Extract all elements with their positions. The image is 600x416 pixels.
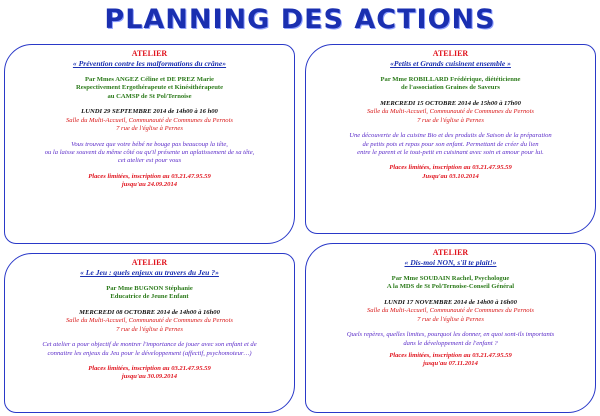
registration-info: Places limitées, inscription au 03.21.47… [389,352,512,360]
speaker-line: Respectivement Ergothérapeute et Kinésit… [75,84,224,92]
registration-info: Places limitées, inscription au 03.21.47… [389,164,512,172]
atelier-card-malformations: ATELIER « Prévention contre les malforma… [4,44,295,244]
speaker-line: Par Mme BUGNON Stéphanie [106,284,193,292]
speaker-line: Par Mme SOUDAIN Rachel, Psychologue [391,274,510,282]
description-line: Vous trouvez que votre bébé ne bouge pas… [71,140,228,148]
event-location: Salle du Multi-Accueil, Communauté de Co… [65,317,233,325]
atelier-subject: « Le Jeu : quels enjeux au travers du Je… [80,268,219,278]
speaker-line: Par Mmes ANGEZ Céline et DE PREZ Marie [85,75,214,83]
description-line: ou la laisse souvent du même côté ou qu'… [44,149,255,157]
event-location: Salle du Multi-Accueil, Communauté de Co… [366,307,534,315]
atelier-subject: « Prévention contre les malformations du… [72,59,227,69]
registration-deadline: jusqu'au 24.09.2014 [121,181,178,189]
event-date: LUNDI 29 SEPTEMBRE 2014 de 14h00 à 16 h0… [81,108,218,116]
registration-info: Places limitées, inscription au 03.21.47… [88,365,211,373]
speaker-line: au CAMSP de St Pol/Ternoise [107,92,192,100]
speaker-line: de l'association Graines de Saveurs [401,84,500,92]
atelier-card-jeu: ATELIER « Le Jeu : quels enjeux au trave… [4,253,295,413]
registration-info: Places limitées, inscription au 03.21.47… [88,172,211,180]
atelier-heading: ATELIER [131,258,168,267]
atelier-heading: ATELIER [432,49,469,58]
description-line: Quels repères, quelles limites, pourquoi… [346,331,555,339]
description-line: connaitre les enjeux du Jeu pour le déve… [47,349,252,357]
atelier-card-dis-moi-non: ATELIER « Dis-moi NON, s'il te plait!» P… [305,243,596,413]
event-date: MERCREDI 15 OCTOBRE 2014 de 15h00 à 17h0… [380,99,521,107]
registration-deadline: jusqu'au 07.11.2014 [423,360,478,368]
description-line: Une découverte de la cuisine Bio et des … [349,132,552,140]
page-title: PLANNING DES ACTIONS [104,4,496,35]
event-address: 7 rue de l'église à Pernes [417,315,484,323]
description-line: de petits pots et repas pour son enfant.… [362,140,539,148]
description-line: cet atelier est pour vous [117,157,182,165]
speaker-line: Par Mme ROBILLARD Frédérique, diététicie… [380,75,521,83]
speaker-line: A la MDS de St Pol/Ternoise-Conseil Géné… [386,283,515,291]
description-line: entre le parent et le tout-petit en cuis… [357,149,544,157]
event-address: 7 rue de l'église à Pernes [417,116,484,124]
event-address: 7 rue de l'église à Pernes [116,325,183,333]
event-location: Salle du Multi-Accueil, Communauté de Co… [65,116,233,124]
event-date: MERCREDI 08 OCTOBRE 2014 de 14h00 à 16h0… [79,308,220,316]
description-line: dans le développement de l'enfant ? [403,339,498,347]
atelier-heading: ATELIER [432,248,469,257]
atelier-subject: « Dis-moi NON, s'il te plait!» [404,258,497,268]
speaker-line: Educatrice de Jeune Enfant [110,293,189,301]
registration-deadline: jusqu'au 30.09.2014 [121,373,178,381]
description-line: Cet atelier a pour objectif de montrer l… [42,341,257,349]
registration-deadline: Jusqu'au 03.10.2014 [422,172,479,180]
event-address: 7 rue de l'église à Pernes [116,125,183,133]
atelier-subject: «Petits et Grands cuisinent ensemble » [390,59,511,69]
event-date: LUNDI 17 NOVEMBRE 2014 de 14h00 à 16h00 [384,298,517,306]
atelier-card-cuisine: ATELIER «Petits et Grands cuisinent ense… [305,44,596,234]
event-location: Salle du Multi-Accueil, Communauté de Co… [366,108,534,116]
atelier-heading: ATELIER [131,49,168,58]
